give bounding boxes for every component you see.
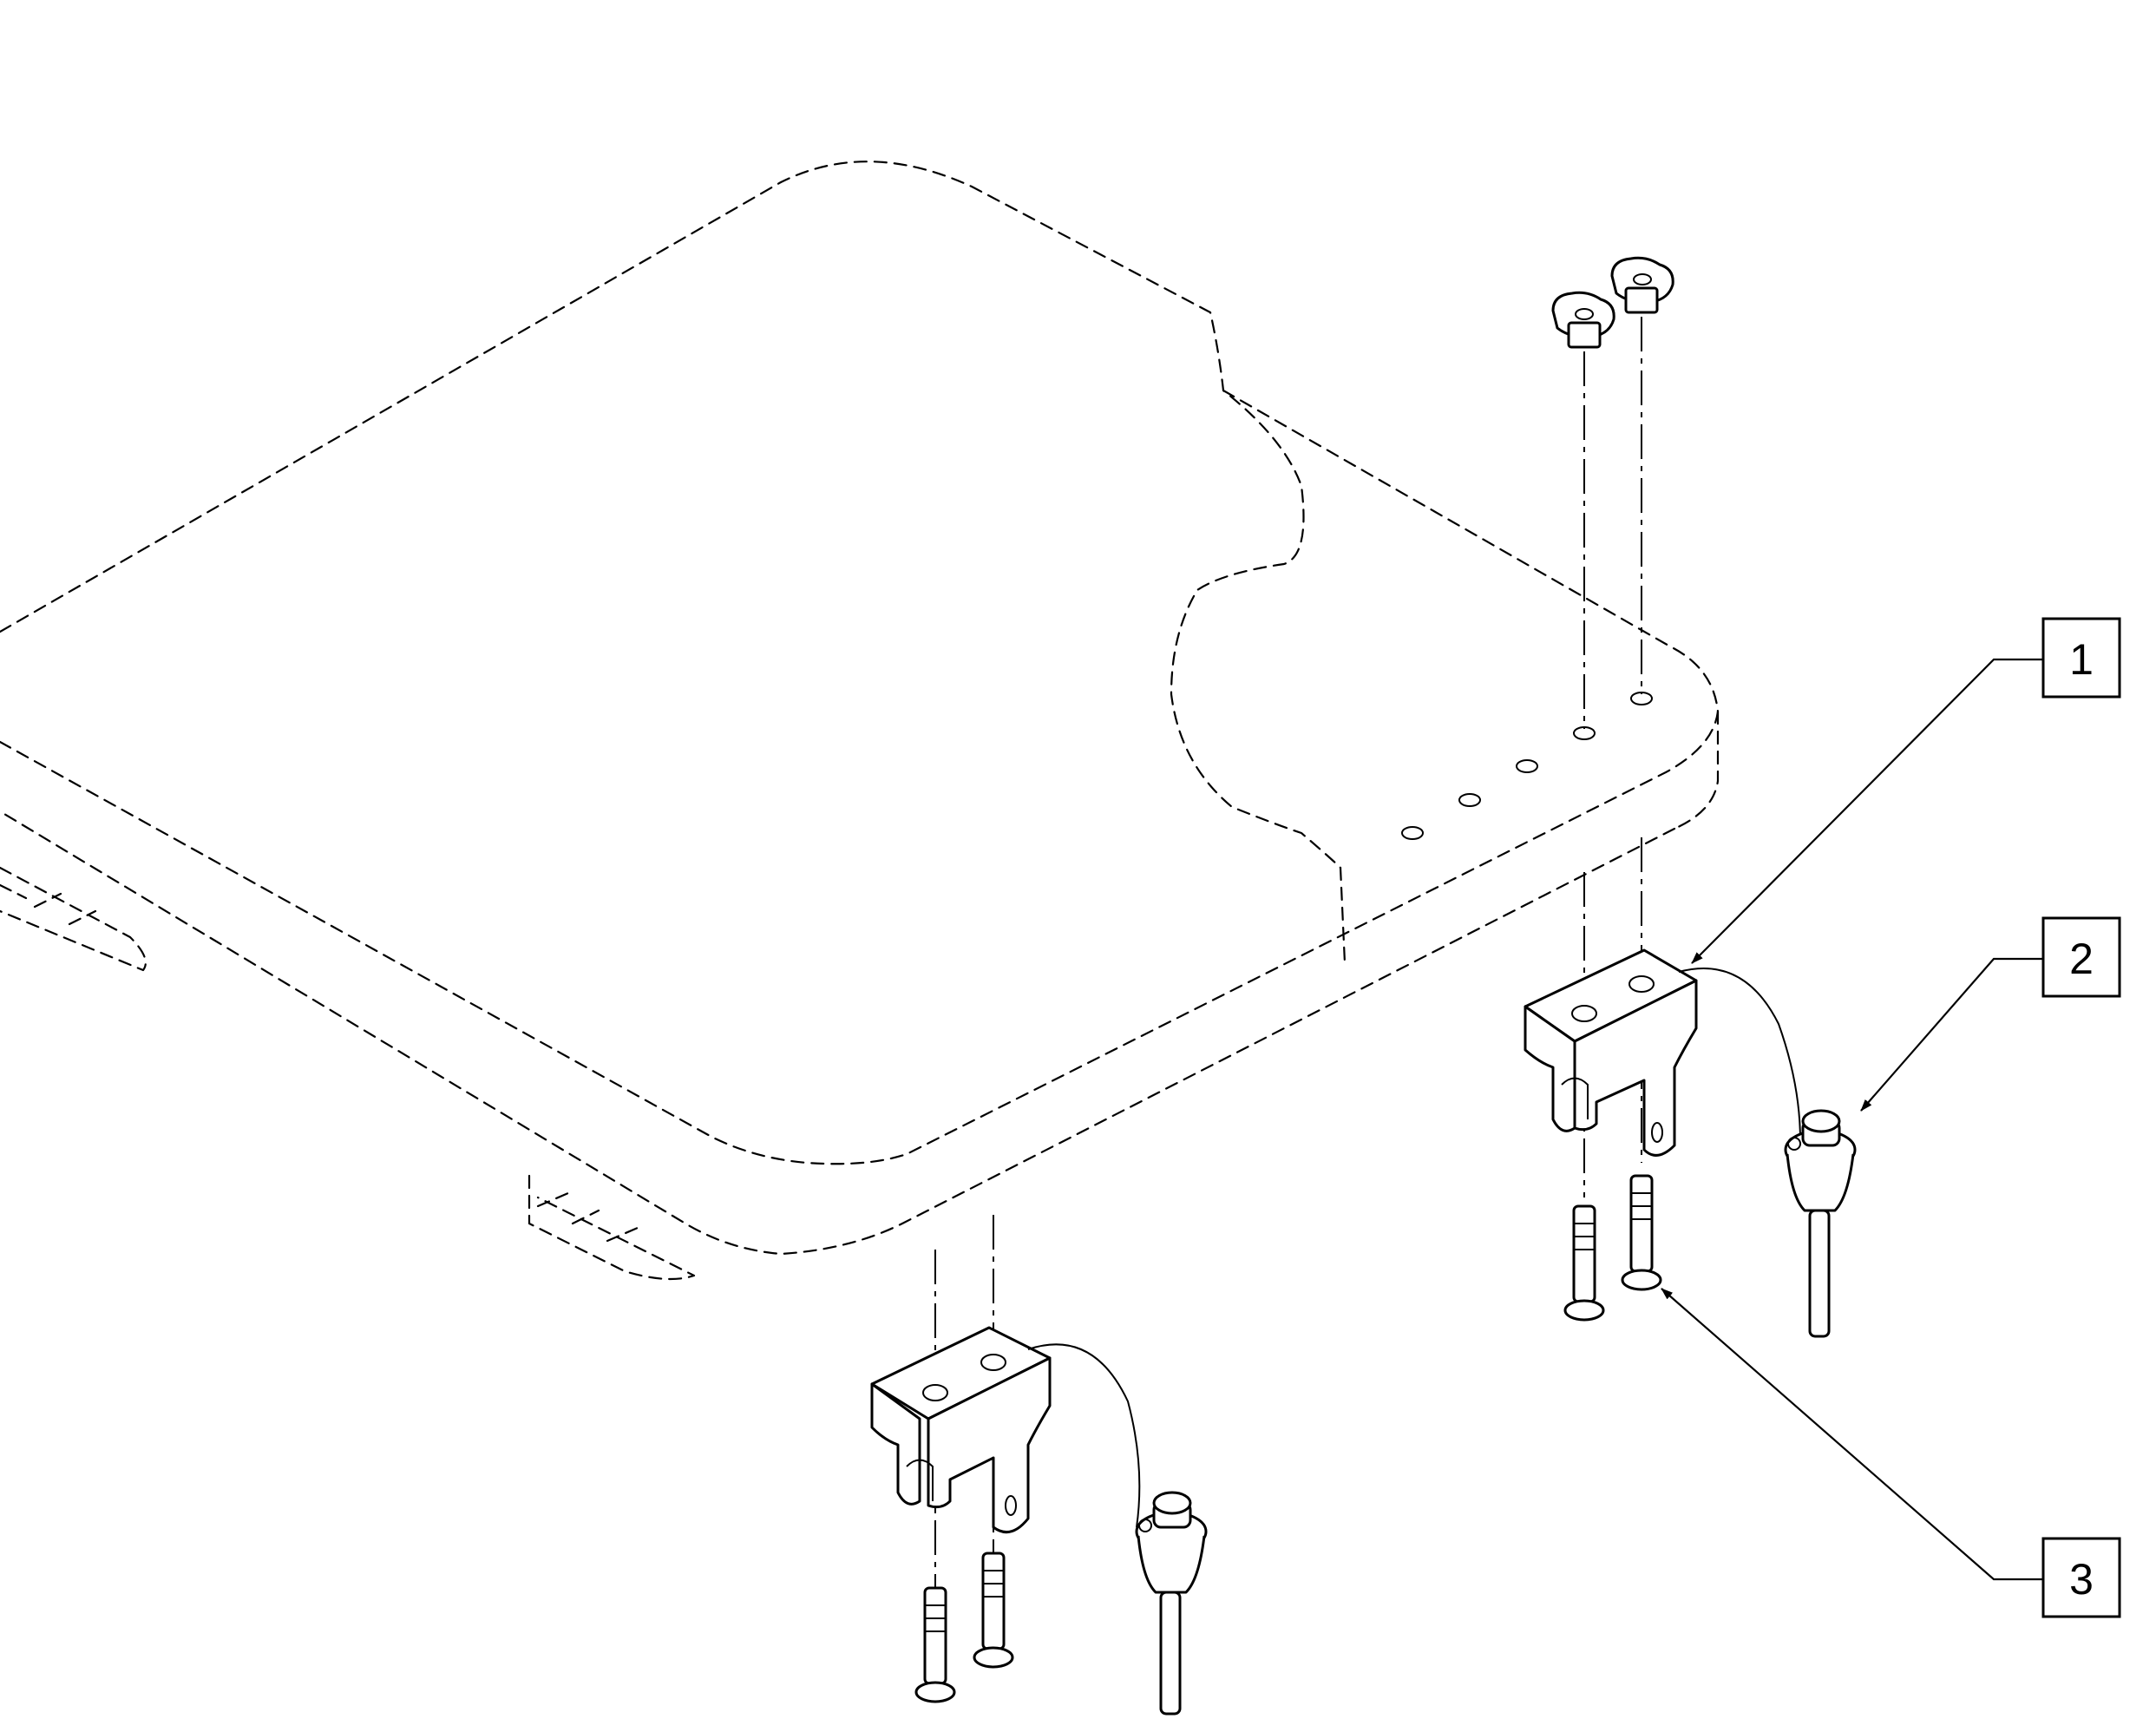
quick-release-pin-left — [1135, 1491, 1208, 1716]
mounting-bracket-left — [870, 1326, 1052, 1534]
callout-2: 2 — [2041, 916, 2121, 998]
quick-release-pin-right — [1784, 1109, 1857, 1338]
screw-right-2 — [1621, 1174, 1662, 1291]
leader-line-3 — [1661, 1288, 2043, 1581]
lanyard-right — [1678, 968, 1801, 1142]
callout-1: 1 — [2041, 617, 2121, 699]
screw-left-1 — [914, 1586, 956, 1703]
leader-line-2 — [1860, 957, 2043, 1112]
screw-right-1 — [1563, 1204, 1605, 1322]
mounting-bracket-right — [1524, 948, 1698, 1157]
callout-3: 3 — [2041, 1537, 2121, 1618]
screw-left-2 — [973, 1552, 1014, 1669]
leader-line-1 — [1691, 658, 2043, 964]
callout-1-label: 1 — [2069, 635, 2094, 684]
seat-cushion-phantom — [0, 161, 1720, 1281]
lanyard-left — [1027, 1343, 1141, 1528]
callout-2-label: 2 — [2069, 935, 2094, 983]
t-nut-left — [1551, 291, 1615, 349]
t-nut-right — [1610, 256, 1674, 314]
callout-3-label: 3 — [2069, 1555, 2094, 1604]
